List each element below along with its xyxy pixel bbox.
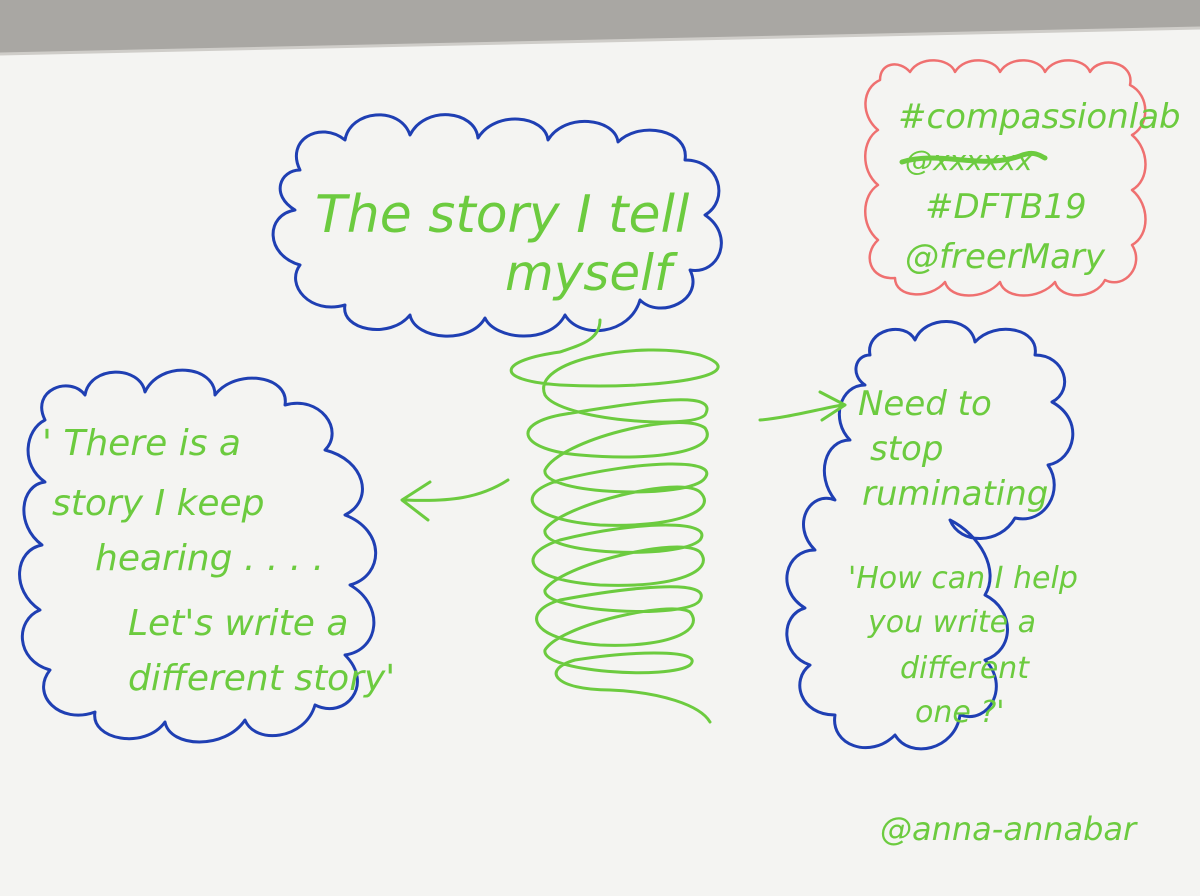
left-cloud-line1: ' There is a: [42, 423, 241, 464]
main-cloud-line2: myself: [505, 244, 678, 302]
spiral-drawing: [509, 318, 720, 724]
author-signature: @anna-annabar: [880, 810, 1138, 848]
crossed-out-handle: @xxxxxx: [899, 144, 1048, 177]
arrow-left: [400, 478, 510, 522]
paper-sheet: [0, 28, 1200, 896]
right-cloud-outline: [785, 320, 1075, 751]
hashtag-dftb19: #DFTB19: [925, 187, 1087, 227]
left-cloud-outline: [18, 368, 378, 744]
arrow-right-shaft: [758, 403, 844, 422]
left-cloud-line4: Let's write a: [128, 603, 348, 644]
left-cloud-line3: hearing . . . .: [95, 538, 324, 579]
right-cloud-line4: 'How can I help: [848, 561, 1078, 596]
hashtag-freermary: @freerMary: [905, 237, 1106, 277]
arrow-right: [758, 390, 847, 422]
main-cloud-line1: The story I tell: [315, 185, 690, 245]
right-cloud-line7: one ?': [915, 695, 1005, 730]
main-cloud-outline: [271, 113, 723, 338]
hashtag-compassionlab: #compassionlab: [898, 97, 1181, 137]
arrow-left-head: [400, 480, 432, 522]
right-cloud-line2: stop: [870, 429, 943, 469]
arrow-left-shaft: [403, 478, 510, 502]
left-cloud-line5: different story': [128, 658, 395, 699]
right-cloud-line1: Need to: [858, 384, 992, 424]
paper-top-edge: [0, 26, 1200, 56]
left-cloud-line2: story I keep: [52, 483, 265, 524]
right-cloud-line3: ruminating: [862, 474, 1048, 514]
right-cloud-line6: different: [900, 651, 1030, 686]
arrow-right-head: [818, 390, 847, 422]
hashtag-box-outline: [864, 59, 1147, 297]
right-cloud-line5: you write a: [867, 605, 1036, 640]
scribble-mark: [899, 150, 1048, 165]
